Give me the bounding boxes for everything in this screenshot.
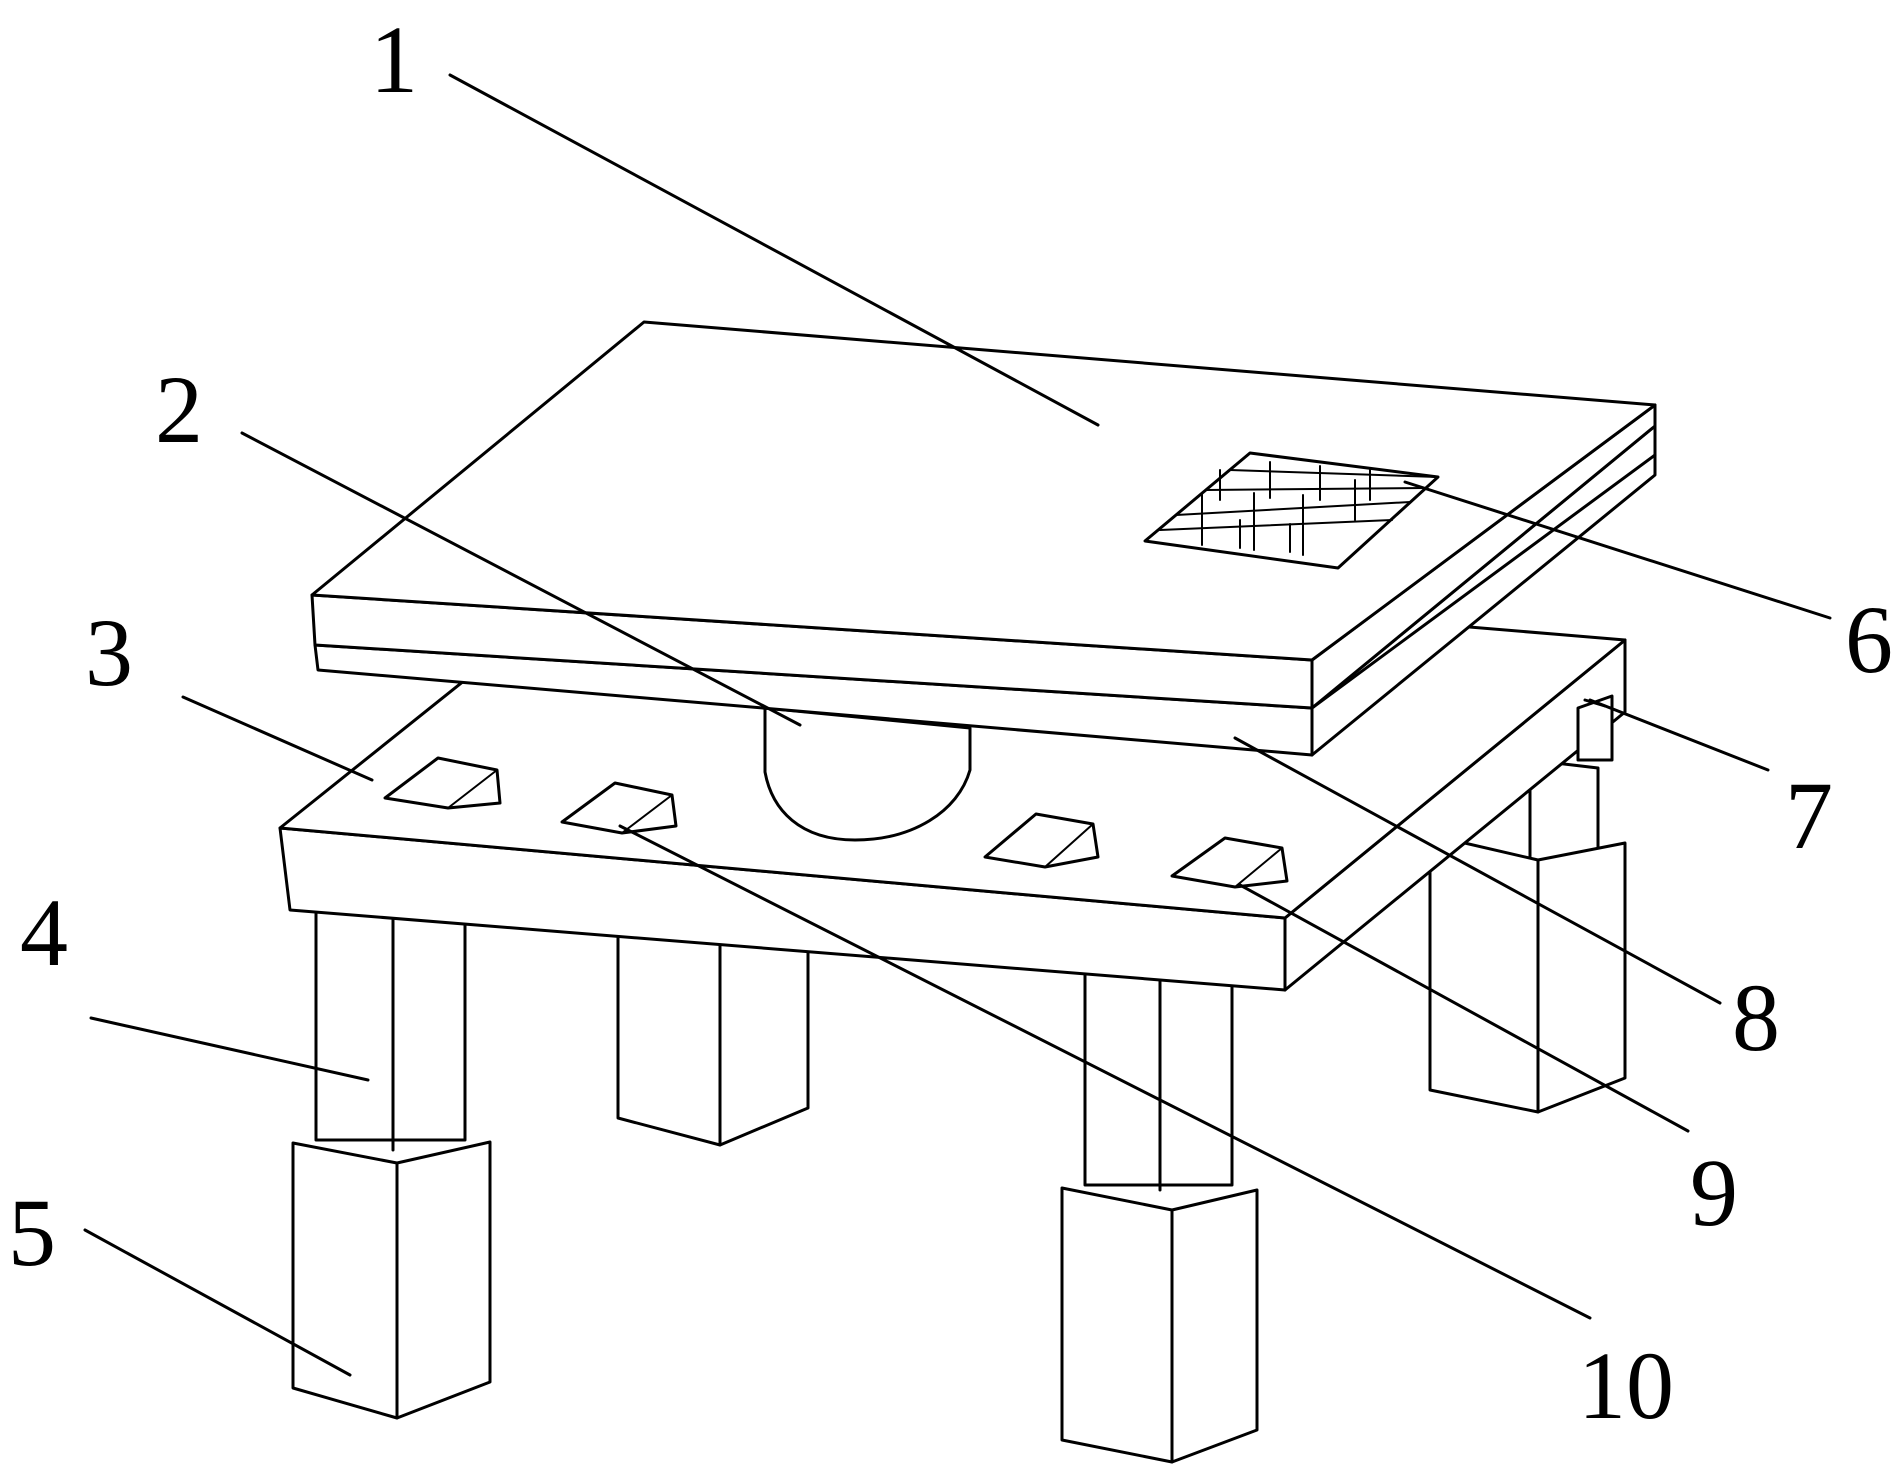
leader-4 bbox=[89, 1016, 370, 1082]
label-7: 7 bbox=[1785, 762, 1833, 869]
leader-2 bbox=[240, 431, 802, 727]
label-5: 5 bbox=[8, 1179, 56, 1286]
label-10: 10 bbox=[1578, 1332, 1674, 1439]
foot-front-right bbox=[1060, 1186, 1259, 1464]
leader-1 bbox=[448, 73, 1100, 427]
leader-6 bbox=[1403, 480, 1832, 620]
leader-9 bbox=[1238, 883, 1690, 1133]
hemisphere-support bbox=[763, 706, 972, 842]
label-4: 4 bbox=[20, 879, 68, 986]
label-3: 3 bbox=[85, 599, 133, 706]
leg-front-left bbox=[314, 903, 467, 1152]
wedge-block-1 bbox=[383, 756, 502, 810]
upper-plate bbox=[310, 320, 1657, 757]
label-8: 8 bbox=[1732, 964, 1780, 1071]
leader-lines bbox=[83, 73, 1832, 1377]
wedge-block-3 bbox=[983, 812, 1100, 869]
label-9: 9 bbox=[1690, 1139, 1738, 1246]
label-6: 6 bbox=[1845, 586, 1893, 693]
wedge-block-2 bbox=[560, 781, 678, 835]
leader-10 bbox=[618, 824, 1592, 1320]
label-2: 2 bbox=[155, 356, 203, 463]
leg-back-left bbox=[616, 926, 810, 1147]
leader-8 bbox=[1233, 736, 1722, 1005]
grid-pad bbox=[1143, 451, 1440, 570]
leader-3 bbox=[181, 695, 374, 782]
reference-numerals: 1 2 3 4 5 6 7 8 9 10 bbox=[8, 6, 1893, 1439]
leg-front-right bbox=[1083, 968, 1234, 1192]
leader-7 bbox=[1588, 698, 1770, 772]
label-1: 1 bbox=[370, 6, 418, 113]
foot-front-left bbox=[291, 1140, 492, 1420]
leg-back-right bbox=[1428, 758, 1627, 1114]
wedge-block-4 bbox=[1170, 836, 1289, 889]
leader-5 bbox=[83, 1228, 352, 1377]
